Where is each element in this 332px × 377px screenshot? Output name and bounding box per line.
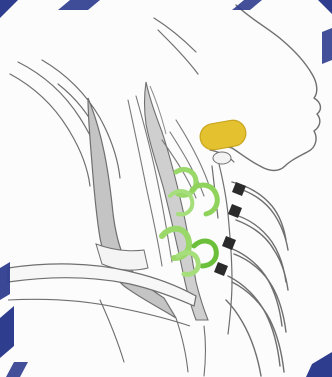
- frame-tab-right: [322, 28, 332, 64]
- frame-tab-left-mid: [0, 262, 10, 300]
